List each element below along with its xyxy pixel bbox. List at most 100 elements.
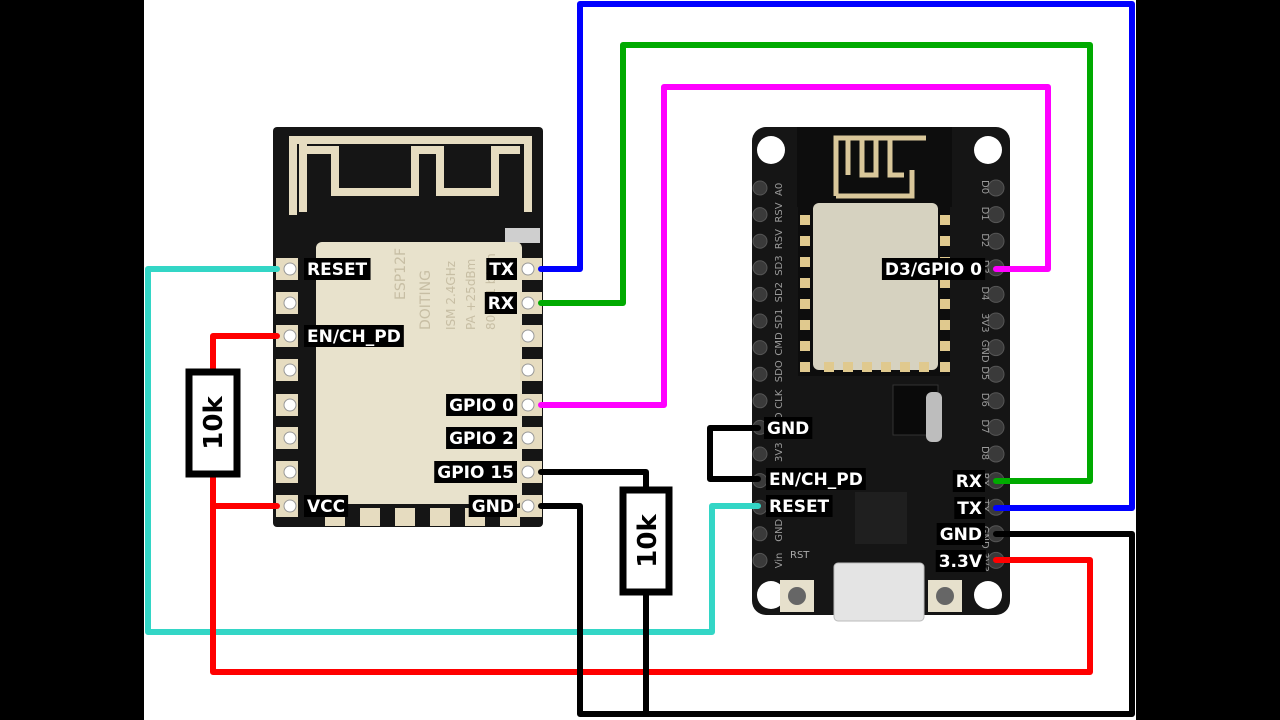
esp12-label-right-text: GPIO 2 (449, 429, 514, 449)
header-pin-right (987, 285, 1005, 303)
wire-reset (145, 266, 761, 635)
esp12-pad-bottom (360, 508, 380, 526)
esp12-label-left: RESET (304, 258, 371, 280)
silk-left: RSV (774, 202, 785, 222)
header-pin-left (752, 286, 768, 302)
nodemcu-label-tx: TX (954, 497, 985, 519)
esp12-label-left-bg (304, 258, 371, 280)
module-pad (800, 320, 810, 330)
nodemcu-label-en: EN/CH_PD (766, 468, 866, 490)
usb-serial-chip (855, 492, 907, 544)
header-pin-left (752, 207, 768, 223)
silk-right: D2 (979, 233, 990, 247)
nodemcu-label-gnd-right-text: GND (940, 525, 982, 545)
module-pad (843, 362, 853, 372)
module-pad (940, 236, 950, 246)
module-pad (824, 362, 834, 372)
esp12-pin-hole (283, 296, 297, 310)
esp12-label-right-bg (446, 394, 518, 416)
esp12-pin-hole (521, 499, 535, 513)
nodemcu-antenna-trace (833, 135, 926, 199)
esp12-pin-hole (283, 329, 297, 343)
silk-right: D1 (979, 207, 990, 221)
silk-left: CMD (774, 332, 785, 356)
header-pin-left (752, 340, 768, 356)
esp12-label-left-bg (304, 495, 349, 517)
mount-hole (974, 581, 1002, 609)
header-pin-left (752, 446, 768, 462)
esp12-label-right: GPIO 0 (446, 394, 518, 416)
esp12-led (505, 228, 540, 243)
esp12-label-right-bg (434, 461, 517, 483)
flash-button[interactable] (936, 587, 954, 605)
esp12-label-right-text: GPIO 0 (449, 396, 514, 416)
esp12-label-right-text: GPIO 15 (437, 463, 514, 483)
module-pad (919, 362, 929, 372)
esp12-shield-text: PA +25dBm (464, 259, 478, 330)
silk-right: GND (979, 340, 990, 363)
esp12-label-right-text: RX (488, 294, 514, 314)
esp12-label-right-bg (446, 427, 517, 449)
esp12-shield-text: ESP12F (393, 248, 409, 300)
mount-hole (974, 136, 1002, 164)
silk-left: SDO (774, 360, 785, 382)
esp12-antenna-trace (289, 136, 532, 215)
header-pin-left (752, 552, 768, 568)
wire-rx (538, 42, 1093, 484)
esp12-pin-hole (521, 465, 535, 479)
module-pad (800, 278, 810, 288)
silk-left: 3V3 (774, 442, 785, 462)
header-pin-left (752, 233, 768, 249)
esp12-shield-text: DOITING (418, 270, 434, 330)
wire-gnd-en (707, 425, 761, 482)
nodemcu-label-d3: D3/GPIO 0 (881, 258, 986, 280)
silk-right: D5 (979, 366, 990, 380)
silk-right: D8 (979, 446, 990, 460)
nodemcu-board: A0D0RSVD1RSVD2SD3D3SD2D4SD13V3CMDGNDSDOD… (752, 127, 1010, 622)
module-pad (800, 299, 810, 309)
silk-right: D6 (979, 393, 990, 407)
module-pad (800, 257, 810, 267)
module-pad (940, 320, 950, 330)
header-pin-right (987, 418, 1005, 436)
header-pin-right (987, 206, 1005, 224)
mount-hole (757, 581, 785, 609)
esp12-label-left-text: RESET (307, 260, 368, 280)
esp12-label-right: GND (468, 495, 517, 517)
esp12-label-left-text: VCC (307, 497, 345, 517)
resistor-body (185, 368, 241, 478)
nodemcu-label-reset-text: RESET (769, 497, 830, 517)
esp12-pin-hole (521, 398, 535, 412)
esp12-pad-bottom (395, 508, 415, 526)
resistor-value: 10k (633, 514, 663, 568)
header-pin-right (987, 232, 1005, 250)
nodemcu-label-d3-text: D3/GPIO 0 (885, 260, 982, 280)
wire-gpio15 (538, 469, 649, 717)
nodemcu-label-gnd-left-text: GND (767, 419, 809, 439)
wire-tx (538, 1, 1135, 511)
header-pin-left (752, 260, 768, 276)
module-pad (940, 341, 950, 351)
esp12-label-right: RX (484, 292, 517, 314)
silk-left: SD2 (774, 282, 785, 302)
silk-right: D4 (979, 286, 990, 300)
silk-right: 3V3 (979, 313, 990, 333)
wire-gnd (538, 503, 1135, 717)
nodemcu-label-rx-text: RX (956, 472, 982, 492)
wires (145, 1, 1135, 717)
esp12-label-left-text: EN/CH_PD (307, 327, 401, 347)
micro-usb-port[interactable] (833, 562, 925, 622)
nodemcu-label-d3-bg (881, 258, 986, 280)
header-pin-right (987, 365, 1005, 383)
nodemcu-label-gnd-right-bg (936, 523, 985, 545)
silk-left: SD3 (774, 255, 785, 275)
esp12-label-left: EN/CH_PD (304, 325, 404, 347)
header-pin-left (752, 526, 768, 542)
module-pad (940, 215, 950, 225)
resistor-gpio15: 10k (619, 486, 673, 596)
header-pin-right (987, 445, 1005, 463)
rst-button[interactable] (788, 587, 806, 605)
silk-left: CLK (774, 389, 785, 409)
header-pin-right (987, 339, 1005, 357)
module-pad (940, 362, 950, 372)
